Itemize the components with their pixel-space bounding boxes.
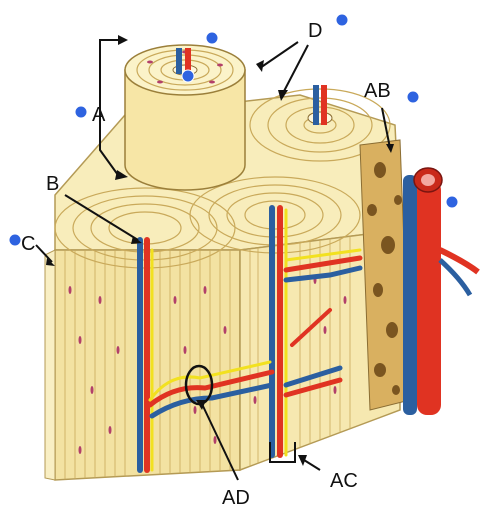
periosteum-strip — [44, 249, 56, 481]
canal-vein — [176, 48, 182, 74]
marker-dot[interactable] — [205, 31, 219, 45]
central-canal-right — [307, 85, 333, 125]
marker-dot[interactable] — [445, 195, 459, 209]
label-b: B — [46, 173, 59, 195]
label-ad: AD — [222, 487, 250, 509]
marker-dot[interactable] — [406, 90, 420, 104]
label-d: D — [308, 20, 322, 42]
label-a: A — [92, 104, 106, 126]
label-ac: AC — [330, 470, 358, 492]
label-c: C — [21, 233, 35, 255]
canal-artery — [185, 48, 191, 74]
leader-lines — [35, 39, 391, 481]
osteon-cylinder — [124, 44, 246, 191]
label-ab: AB — [364, 80, 391, 102]
vessel-network — [137, 205, 363, 473]
lacunae-spots — [68, 276, 347, 454]
marker-dot[interactable] — [74, 105, 88, 119]
arrowheads — [46, 35, 394, 466]
marker-dot[interactable] — [8, 233, 22, 247]
marker-dot[interactable] — [181, 69, 195, 83]
marker-dots — [8, 13, 459, 247]
periosteal-vessels — [403, 167, 480, 415]
marker-dot[interactable] — [335, 13, 349, 27]
